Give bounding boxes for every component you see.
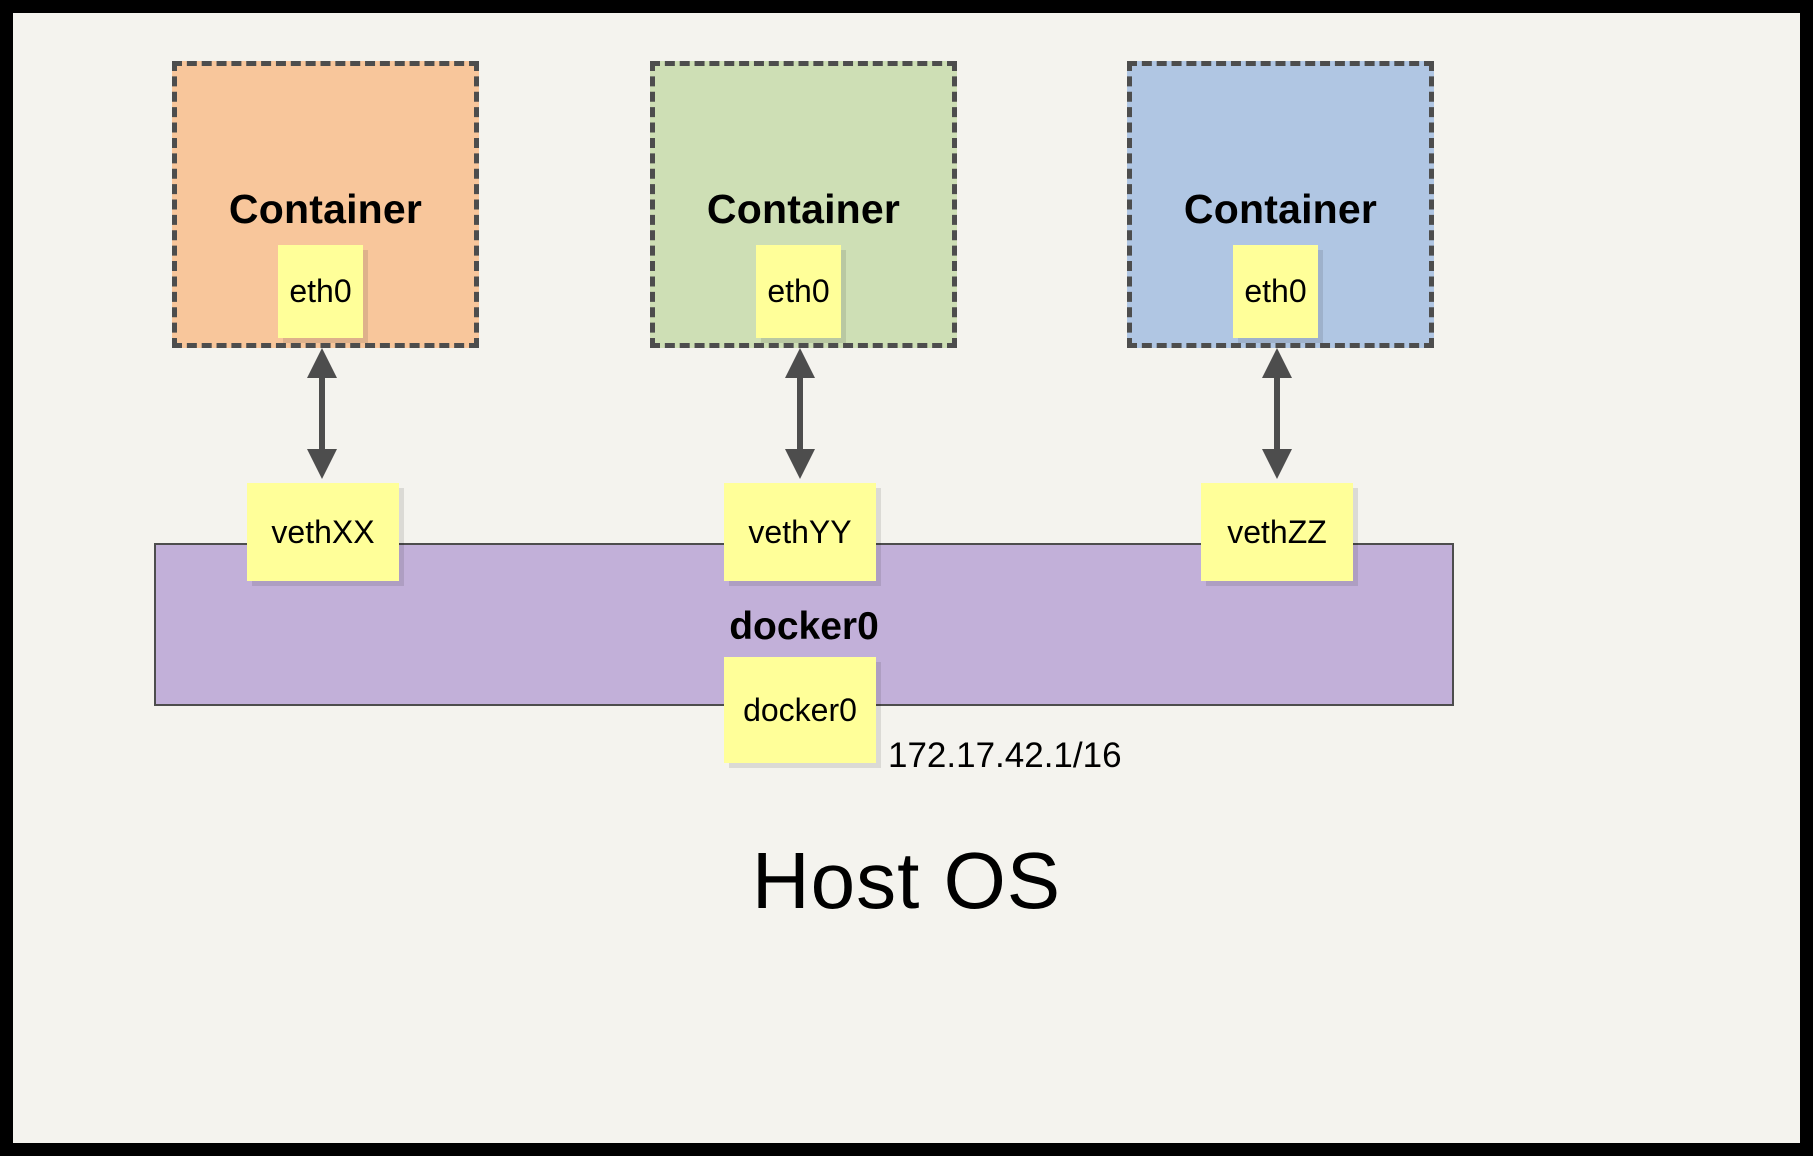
link-arrow-2 <box>785 348 815 479</box>
link-arrow-3 <box>1262 348 1292 479</box>
docker0-bridge-label: docker0 <box>729 605 879 648</box>
veth-box-2: vethYY <box>724 483 876 581</box>
eth0-interface-3: eth0 <box>1233 245 1318 338</box>
docker0-ip-address: 172.17.42.1/16 <box>888 736 1122 775</box>
eth0-interface-1: eth0 <box>278 245 363 338</box>
container-box-3: Container <box>1127 61 1434 348</box>
container-title-3: Container <box>1183 186 1378 232</box>
host-os-label: Host OS <box>751 836 1062 925</box>
veth-box-1: vethXX <box>247 483 399 581</box>
docker0-interface-note: docker0 <box>724 657 876 763</box>
container-title-1: Container <box>228 186 423 232</box>
container-title-2: Container <box>706 186 901 232</box>
link-arrow-1 <box>307 348 337 479</box>
veth-box-3: vethZZ <box>1201 483 1353 581</box>
eth0-interface-2: eth0 <box>756 245 841 338</box>
